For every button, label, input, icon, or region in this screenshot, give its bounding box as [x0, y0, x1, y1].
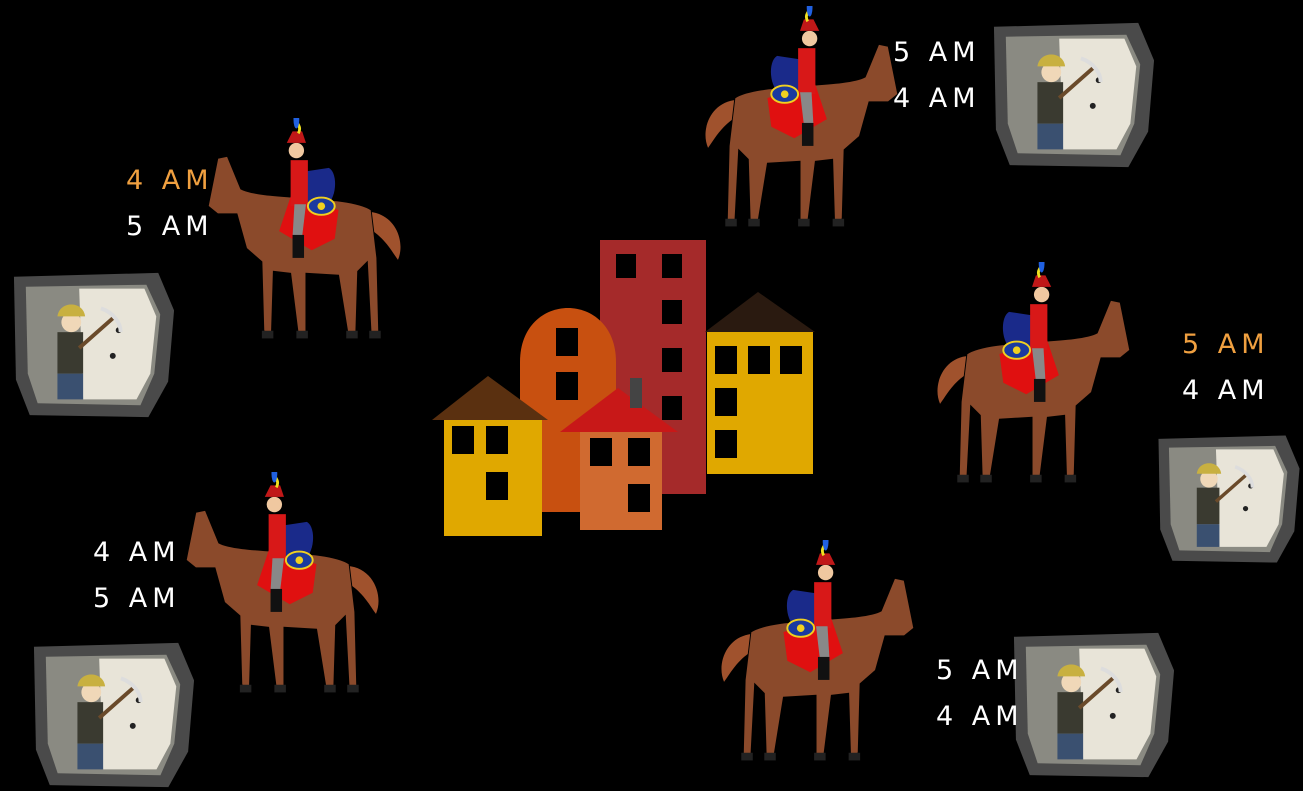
time-label: 5 AM: [126, 204, 214, 250]
time-label-group-upper-left: 4 AM 5 AM: [126, 158, 214, 250]
time-label: 4 AM: [893, 76, 981, 122]
horseman-icon: [937, 255, 1129, 482]
time-label: 5 AM: [936, 648, 1024, 694]
horseman-icon: [721, 533, 913, 760]
time-label: 4 AM: [1182, 368, 1270, 414]
time-label: 4 AM: [126, 158, 214, 204]
time-label: 4 AM: [936, 694, 1024, 740]
miner-icon: [34, 643, 194, 787]
time-label-group-top-center: 5 AM 4 AM: [893, 30, 981, 122]
horseman-icon: [705, 0, 897, 226]
miner-icon: [14, 273, 174, 417]
miner-icon: [1158, 435, 1299, 562]
miner-icon: [994, 23, 1154, 167]
time-label: 4 AM: [93, 530, 181, 576]
time-label-group-right: 5 AM 4 AM: [1182, 322, 1270, 414]
horseman-icon: [186, 465, 378, 692]
time-label: 5 AM: [93, 576, 181, 622]
time-label-group-lower-left: 4 AM 5 AM: [93, 530, 181, 622]
building-cluster-icon: [432, 240, 815, 536]
horseman-icon: [208, 111, 400, 338]
miner-icon: [1014, 633, 1174, 777]
time-label-group-lower-right: 5 AM 4 AM: [936, 648, 1024, 740]
time-label: 5 AM: [1182, 322, 1270, 368]
time-label: 5 AM: [893, 30, 981, 76]
